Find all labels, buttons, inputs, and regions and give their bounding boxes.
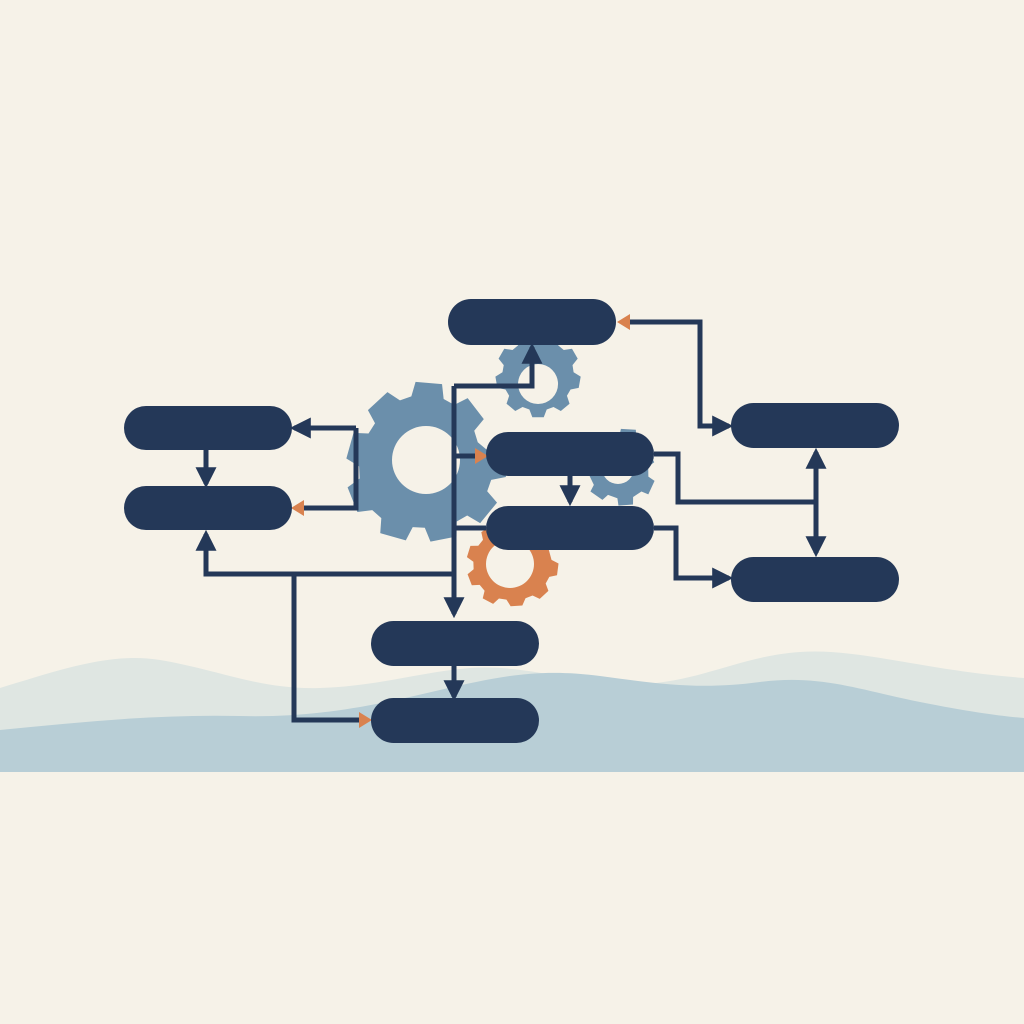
connector-center-lower-right (654, 525, 734, 589)
node-bottom-lower[interactable] (371, 698, 539, 743)
arrowhead-icon (359, 712, 372, 728)
connector-to-left-lower (195, 529, 454, 577)
node-top-center[interactable] (448, 299, 616, 345)
node-center-lower[interactable] (486, 506, 654, 550)
gear-icon (346, 381, 506, 542)
node-right-lower[interactable] (731, 557, 899, 602)
connector-trunk-to-top (454, 342, 543, 389)
arrowhead-icon (475, 448, 488, 464)
connector-bracket-left (300, 428, 359, 511)
gear-icon (495, 333, 581, 418)
node-left-lower[interactable] (124, 486, 292, 530)
connector-to-bottom-lower (291, 574, 362, 723)
connector-top-to-right-upper (628, 319, 734, 437)
node-bottom-upper[interactable] (371, 621, 539, 666)
connectors (195, 319, 827, 723)
arrowhead-icon (291, 500, 304, 516)
nodes (124, 299, 899, 743)
node-center-upper[interactable] (486, 432, 654, 476)
node-left-upper[interactable] (124, 406, 292, 450)
connector-center-upper-right (654, 451, 816, 505)
node-right-upper[interactable] (731, 403, 899, 448)
arrowhead-icon (617, 314, 630, 330)
arrowheads (291, 314, 630, 728)
